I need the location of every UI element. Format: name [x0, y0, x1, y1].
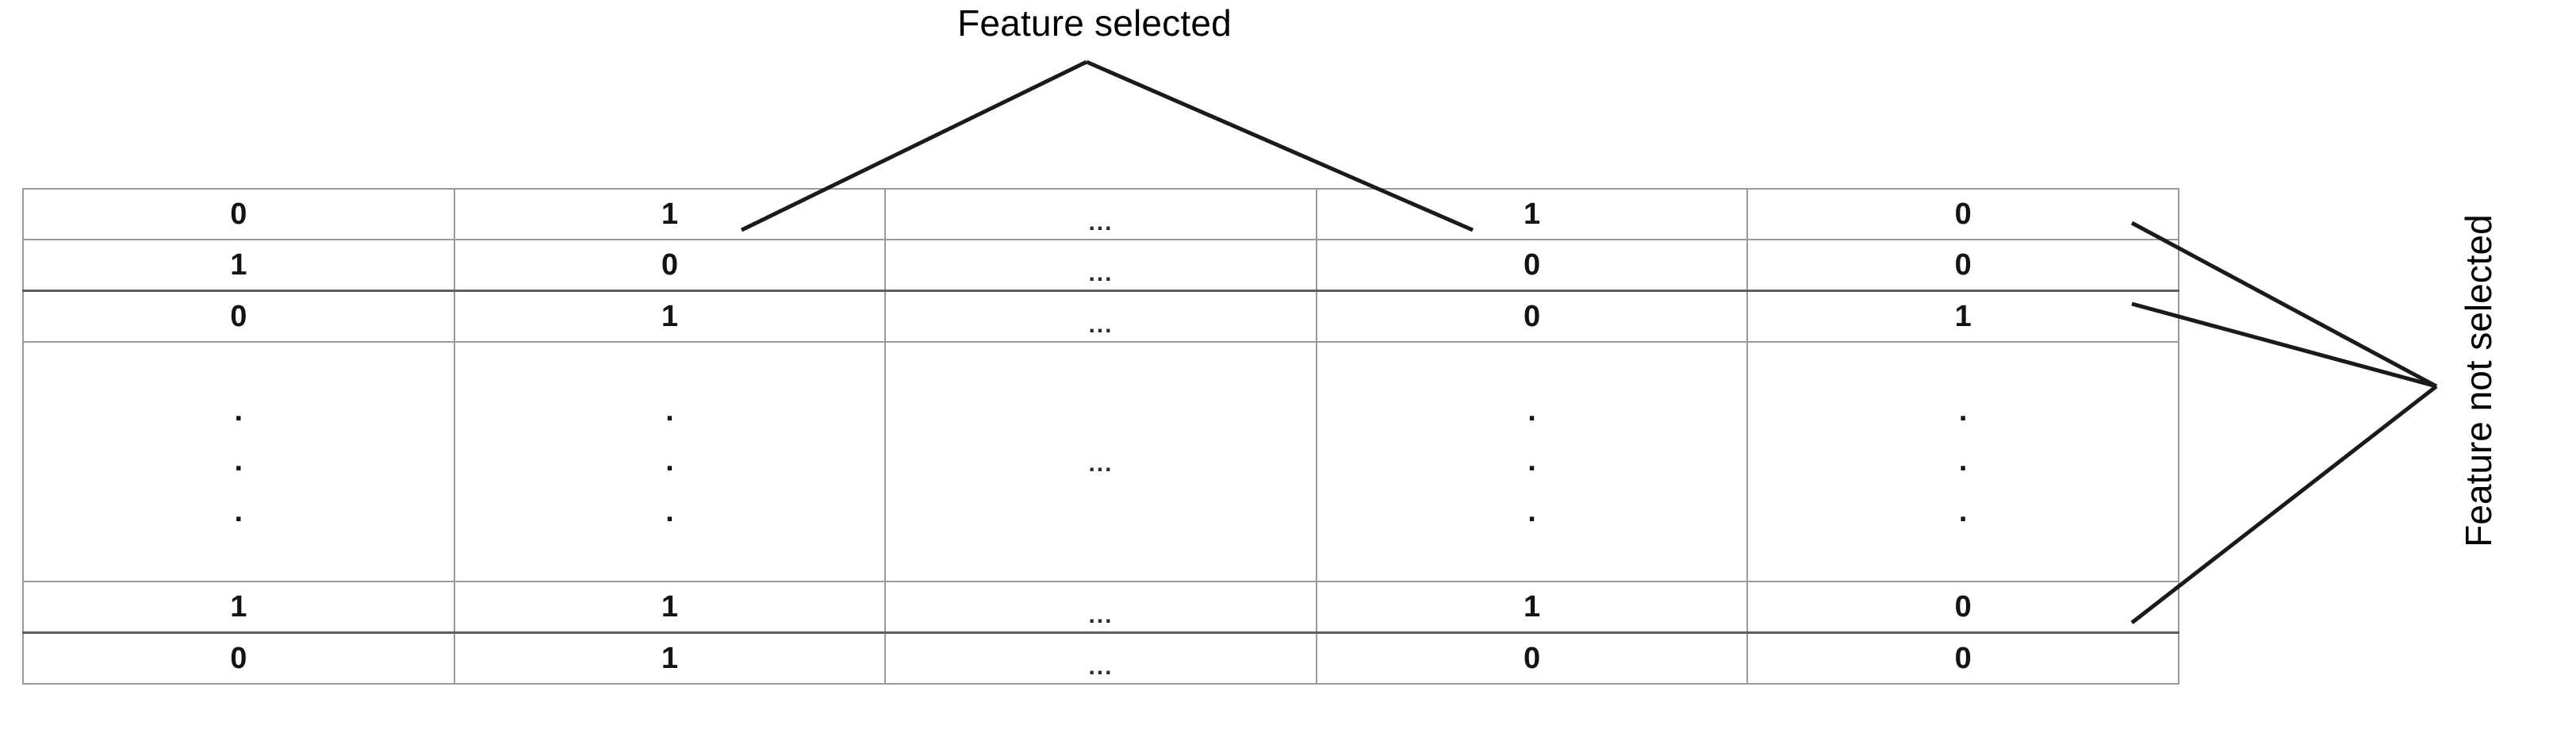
matrix-cell: 0	[1746, 188, 2179, 240]
ellipsis-dot: .	[665, 393, 674, 428]
ellipsis-dot: .	[1528, 494, 1536, 528]
matrix-cell: 1	[1315, 581, 1749, 634]
matrix-cell-ellipsis: ...	[884, 239, 1317, 292]
ellipsis-horizontal: ...	[1088, 209, 1114, 236]
matrix-cell: 0	[1746, 581, 2179, 634]
ellipsis-vertical: . . .	[1317, 343, 1747, 581]
matrix-cell-ellipsis: ...	[884, 631, 1317, 685]
feature-not-selected-label: Feature not selected	[2458, 214, 2499, 547]
table-row: 0 1 ... 0 1	[22, 290, 2179, 343]
ellipsis-horizontal: ...	[1088, 653, 1114, 680]
ellipsis-vertical: . . .	[24, 343, 454, 581]
feature-selected-label: Feature selected	[957, 2, 1232, 44]
matrix-cell-ellipsis: ...	[884, 581, 1317, 634]
matrix-cell-vdots: . . .	[1746, 341, 2179, 582]
ellipsis-dot: .	[1958, 444, 1968, 478]
table-row: 0 1 ... 0 0	[22, 631, 2179, 685]
table-row: 1 0 ... 0 0	[22, 239, 2179, 292]
ellipsis-vertical: . . .	[1748, 343, 2178, 581]
matrix-cell: 1	[1315, 188, 1749, 240]
matrix-cell: 0	[1315, 290, 1749, 343]
matrix-cell: 1	[453, 188, 887, 240]
matrix-cell-vdots: . . .	[1315, 341, 1749, 582]
ellipsis-dot: .	[1958, 494, 1968, 528]
ellipsis-dot: .	[234, 494, 243, 528]
ellipsis-dot: .	[234, 393, 243, 428]
ellipsis-horizontal: ...	[1088, 311, 1114, 338]
matrix-cell: 0	[1315, 631, 1749, 685]
binary-feature-matrix: 0 1 ... 1 0 1 0 ... 0 0 0 1 ... 0 1	[22, 188, 2179, 685]
matrix-cell-ellipsis: ...	[884, 188, 1317, 240]
table-row: 1 1 ... 1 0	[22, 581, 2179, 634]
matrix-cell: 0	[22, 631, 455, 685]
matrix-cell-vdots: . . .	[22, 341, 455, 582]
matrix-cell: 0	[1746, 631, 2179, 685]
ellipsis-dot: .	[1528, 444, 1536, 478]
table-row: 0 1 ... 1 0	[22, 188, 2179, 240]
matrix-cell: 1	[453, 631, 887, 685]
matrix-cell: 0	[453, 239, 887, 292]
matrix-cell: 0	[22, 188, 455, 240]
ellipsis-dot: .	[234, 444, 243, 478]
matrix-cell: 0	[1315, 239, 1749, 292]
matrix-cell: 1	[22, 581, 455, 634]
matrix-cell-ellipsis: ...	[884, 290, 1317, 343]
matrix-body: 0 1 ... 1 0 1 0 ... 0 0 0 1 ... 0 1	[22, 188, 2179, 685]
matrix-cell: 1	[1746, 290, 2179, 343]
matrix-cell: 1	[453, 290, 887, 343]
table-row-ellipsis: . . . . . . ... . .	[22, 341, 2179, 582]
matrix-cell: 0	[22, 290, 455, 343]
ellipsis-dot: .	[1958, 393, 1968, 428]
ellipsis-vertical: . . .	[455, 343, 885, 581]
ellipsis-horizontal: ...	[1088, 450, 1114, 477]
matrix-cell: 1	[453, 581, 887, 634]
matrix-cell: 1	[22, 239, 455, 292]
matrix-cell-ellipsis: ...	[884, 341, 1317, 582]
matrix-cell-vdots: . . .	[453, 341, 887, 582]
ellipsis-dot: .	[665, 444, 674, 478]
matrix-cell: 0	[1746, 239, 2179, 292]
ellipsis-horizontal: ...	[1088, 259, 1114, 286]
ellipsis-horizontal: ...	[1088, 601, 1114, 628]
ellipsis-dot: .	[1528, 393, 1536, 428]
ellipsis-dot: .	[665, 494, 674, 528]
